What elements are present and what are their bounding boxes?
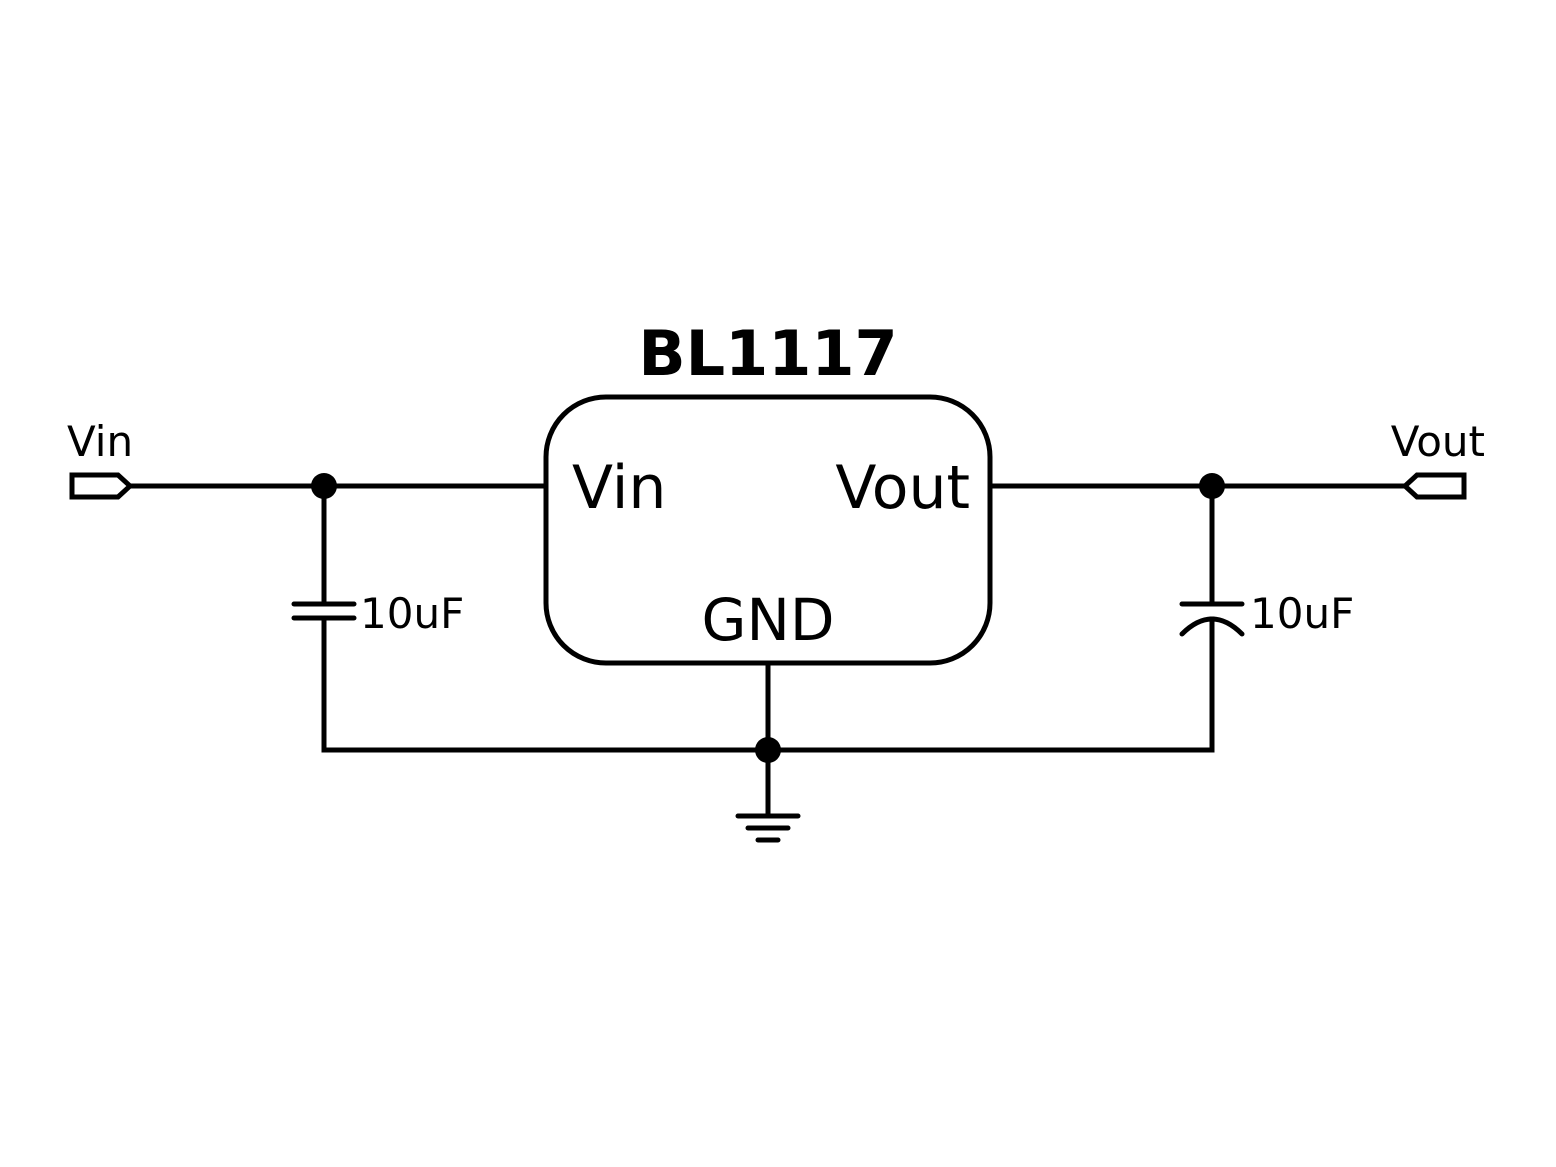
output-junction-dot [1199,473,1225,499]
regulator-pin-gnd-label: GND [702,586,835,654]
ground-junction-dot [755,737,781,763]
ground-icon [735,813,801,843]
input-junction-dot [311,473,337,499]
output-port-label: Vout [1391,417,1485,466]
input-port-flag [69,472,134,500]
output-cap-value: 10uF [1250,589,1354,638]
output-port-flag [1401,472,1467,500]
input-port-label: Vin [67,417,133,466]
input-cap-value: 10uF [360,589,464,638]
regulator-pin-vin-label: Vin [572,453,666,523]
regulator-part-name: BL1117 [638,317,897,390]
regulator-pin-vout-label: Vout [835,453,970,523]
